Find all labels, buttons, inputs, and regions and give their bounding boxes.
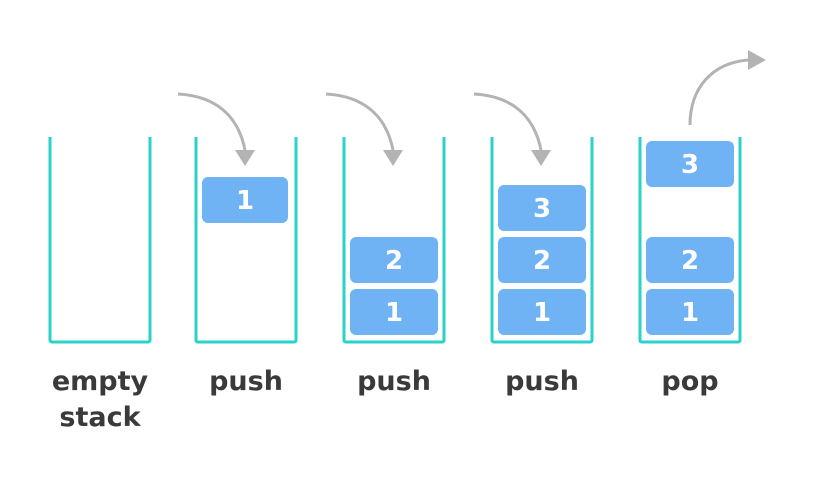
stack-block: 1 <box>202 177 288 223</box>
stack-block: 3 <box>498 185 586 231</box>
stack-container <box>490 137 594 344</box>
stack-block: 2 <box>498 237 586 283</box>
block-label: 3 <box>681 150 699 180</box>
stage-caption: push <box>505 366 579 397</box>
stage-caption: push <box>357 366 431 397</box>
stack-block: 2 <box>350 237 438 283</box>
popped-block: 3 <box>646 141 734 187</box>
stage-empty-stack: empty stack <box>48 137 152 433</box>
block-label: 1 <box>681 298 699 328</box>
stage-caption-line-1: empty <box>52 366 149 397</box>
block-label: 1 <box>533 298 551 328</box>
stage-caption: push <box>209 366 283 397</box>
block-label: 2 <box>533 246 551 276</box>
stage-push-3: 3 2 1 push <box>473 92 594 397</box>
stack-block: 1 <box>498 289 586 335</box>
stage-pop: 3 2 1 pop <box>638 50 766 397</box>
push-arrow-head-icon <box>531 150 551 166</box>
block-label: 3 <box>533 194 551 224</box>
stack-block: 2 <box>646 237 734 283</box>
push-arrow-icon <box>177 92 247 151</box>
stage-caption-line-2: stack <box>59 402 141 433</box>
pop-arrow-head-icon <box>748 50 766 70</box>
stack-container <box>194 137 298 344</box>
block-label: 1 <box>385 298 403 328</box>
push-arrow-icon <box>325 92 395 151</box>
stack-container <box>48 137 152 344</box>
push-arrow-head-icon <box>235 150 255 166</box>
block-label: 2 <box>681 246 699 276</box>
block-label: 2 <box>385 246 403 276</box>
stage-push-1: 1 push <box>177 92 298 397</box>
stack-container <box>638 137 742 344</box>
stage-push-2: 2 1 push <box>325 92 446 397</box>
block-label: 1 <box>236 186 254 216</box>
push-arrow-head-icon <box>383 150 403 166</box>
stack-block: 1 <box>350 289 438 335</box>
stage-caption: pop <box>661 366 718 397</box>
stack-block: 1 <box>646 289 734 335</box>
push-arrow-icon <box>473 92 543 151</box>
stack-container <box>342 137 446 344</box>
pop-arrow-icon <box>688 58 749 126</box>
